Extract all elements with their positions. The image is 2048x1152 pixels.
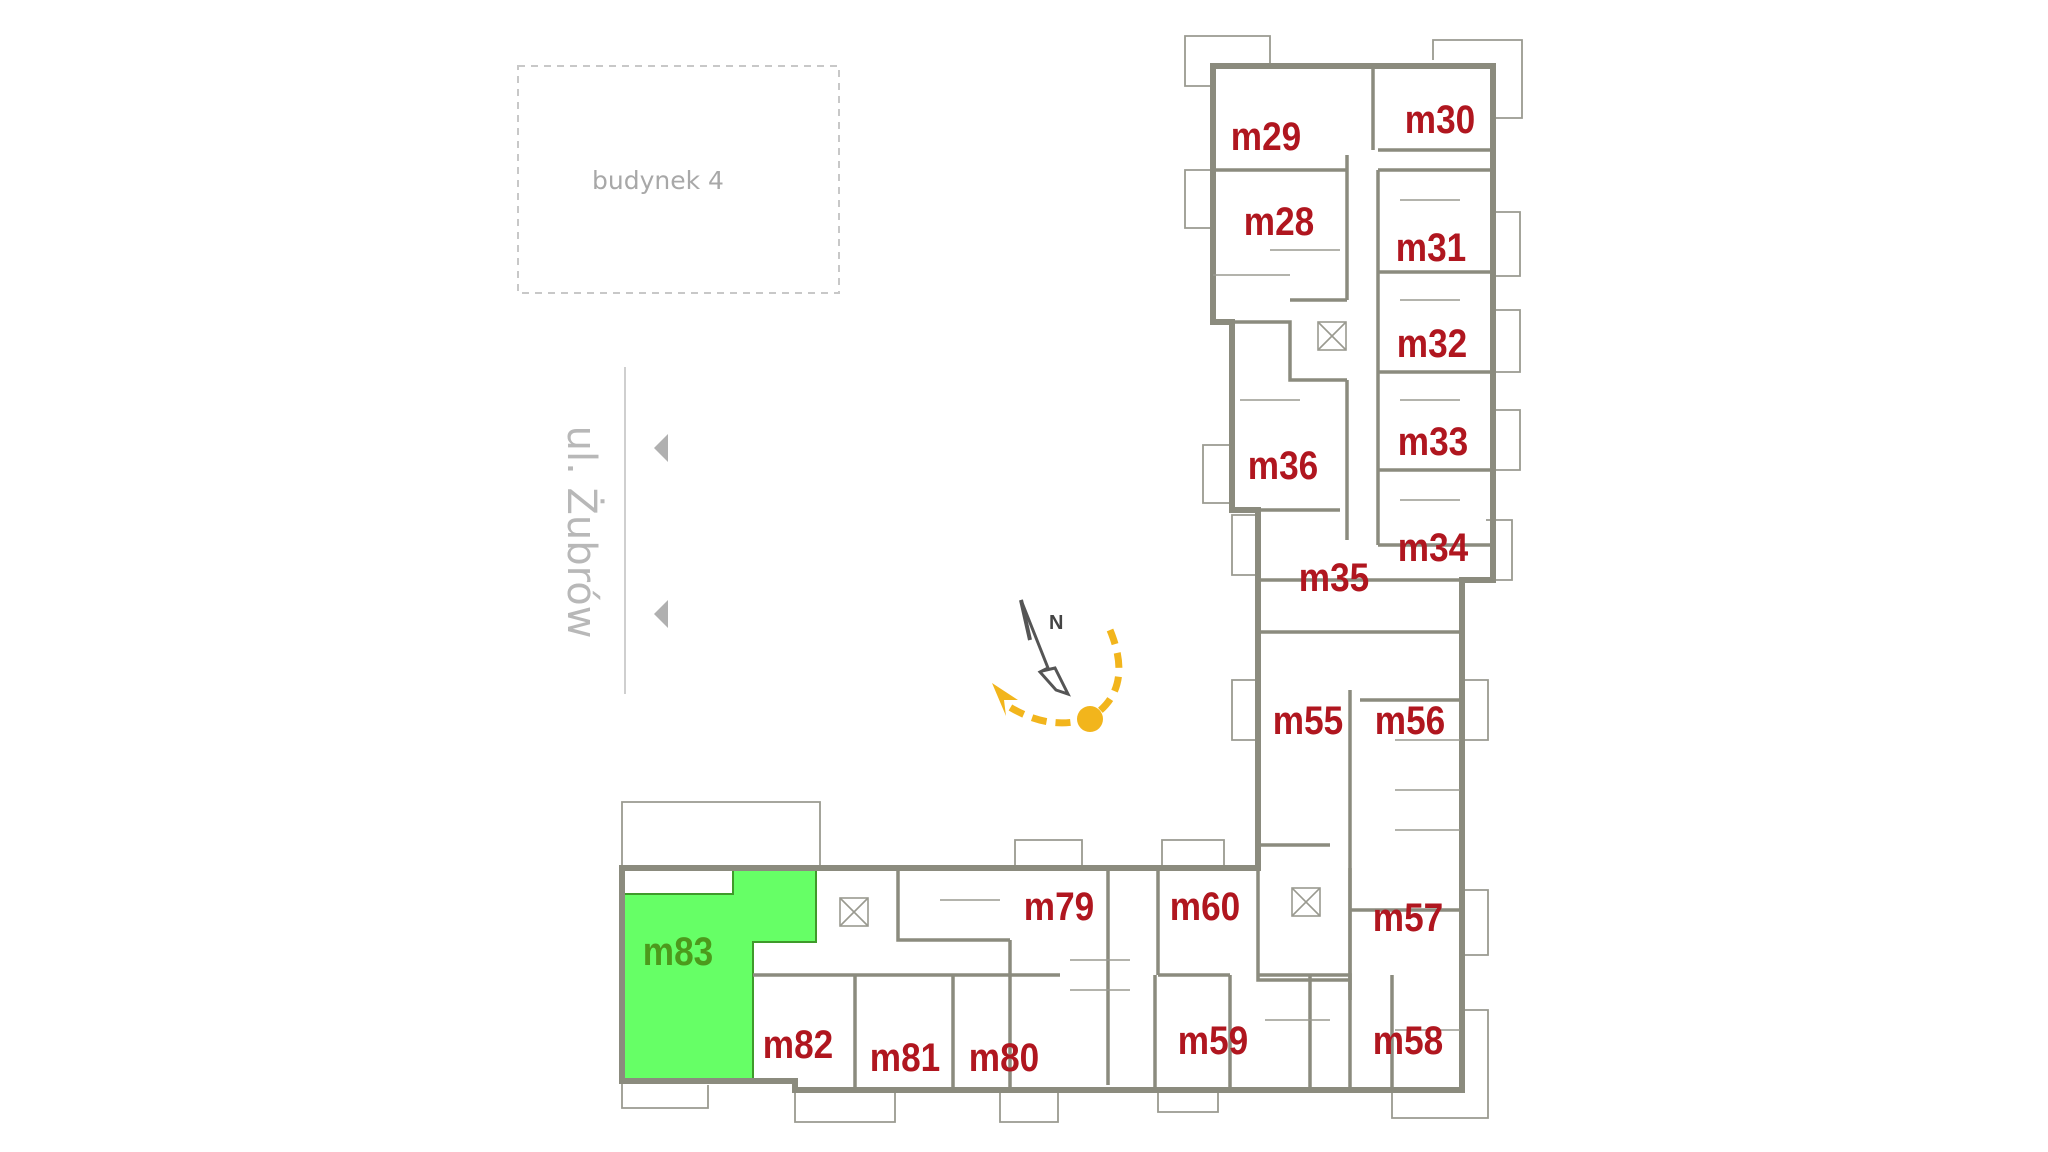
apartment-label-m31[interactable]: m31 bbox=[1396, 225, 1466, 270]
apartment-label-m59[interactable]: m59 bbox=[1178, 1018, 1248, 1063]
apartment-label-m36[interactable]: m36 bbox=[1248, 443, 1318, 488]
apartment-label-m80[interactable]: m80 bbox=[969, 1035, 1039, 1080]
apartment-label-m82[interactable]: m82 bbox=[763, 1022, 833, 1067]
apartment-label-m32[interactable]: m32 bbox=[1397, 321, 1467, 366]
apartment-label-m29[interactable]: m29 bbox=[1231, 114, 1301, 159]
building-walls bbox=[619, 63, 1496, 1093]
apartment-label-m57[interactable]: m57 bbox=[1373, 895, 1443, 940]
apartment-label-m60[interactable]: m60 bbox=[1170, 884, 1240, 929]
apartment-label-m79[interactable]: m79 bbox=[1024, 884, 1094, 929]
north-arrow-icon bbox=[1019, 599, 1071, 697]
street-direction-arrow-icon bbox=[654, 600, 668, 628]
street-name: ul. Żubrów bbox=[558, 426, 606, 639]
apartment-label-m83[interactable]: m83 bbox=[643, 929, 713, 974]
apartment-label-m30[interactable]: m30 bbox=[1405, 97, 1475, 142]
street-direction-arrow-icon bbox=[654, 434, 668, 462]
sun-path bbox=[1006, 628, 1123, 727]
apartment-label-m34[interactable]: m34 bbox=[1398, 525, 1468, 570]
sun-icon bbox=[1077, 706, 1103, 732]
balconies bbox=[621, 35, 1523, 1123]
sun-path-arrow-icon bbox=[992, 683, 1018, 716]
elevator-icon bbox=[1291, 887, 1321, 917]
street: ul. Żubrów bbox=[558, 367, 668, 694]
apartment-label-m58[interactable]: m58 bbox=[1373, 1018, 1443, 1063]
neighbor-building: budynek 4 bbox=[517, 65, 840, 294]
elevator-icon bbox=[1317, 321, 1347, 351]
apartment-label-m28[interactable]: m28 bbox=[1244, 199, 1314, 244]
north-label: N bbox=[1049, 612, 1063, 634]
apartment-label-m35[interactable]: m35 bbox=[1299, 555, 1369, 600]
compass: N bbox=[992, 599, 1123, 732]
neighbor-building-label: budynek 4 bbox=[592, 166, 724, 195]
apartment-label-m81[interactable]: m81 bbox=[870, 1035, 940, 1080]
apartment-labels: m29 m30 m28 m31 m32 m36 m33 m34 m35 m55 m56 m79 m60 m… bbox=[643, 97, 1475, 1080]
apartment-label-m56[interactable]: m56 bbox=[1375, 698, 1445, 743]
apartment-label-m55[interactable]: m55 bbox=[1273, 698, 1343, 743]
apartment-label-m33[interactable]: m33 bbox=[1398, 419, 1468, 464]
elevator-icon bbox=[839, 897, 869, 927]
